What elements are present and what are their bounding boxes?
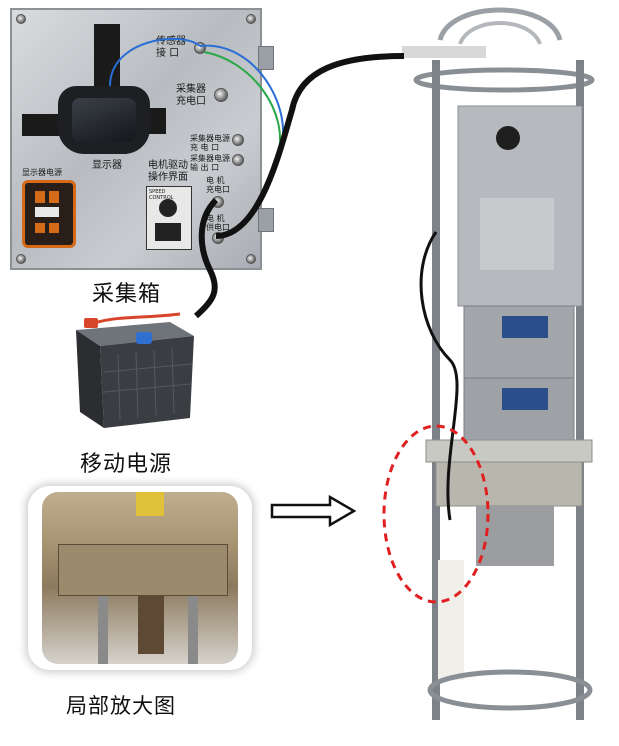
bottom-ring xyxy=(427,669,593,711)
arrow-right-icon xyxy=(270,494,356,528)
speed-switch xyxy=(155,223,181,241)
power-switch-2 xyxy=(49,191,59,203)
battery-side xyxy=(76,330,104,428)
collector-power-output-label: 采集器电源 输 出 口 xyxy=(190,154,230,172)
screw-icon xyxy=(246,254,256,264)
inset-photo xyxy=(42,492,238,664)
power-fuse-1 xyxy=(35,223,45,233)
inset-rod-1 xyxy=(98,596,108,664)
top-handle xyxy=(437,7,563,41)
battery-title: 移动电源 xyxy=(80,452,173,477)
gearbox-label-upper xyxy=(502,316,548,338)
display-mount-wing-right xyxy=(146,108,166,134)
display-label: 显示器 xyxy=(92,160,122,171)
top-handle-inner xyxy=(458,21,542,45)
inset-card xyxy=(28,486,252,670)
battery-front xyxy=(100,336,194,428)
top-ring xyxy=(413,67,595,93)
screw-icon xyxy=(16,14,26,24)
rod-right xyxy=(576,60,584,720)
box-bracket-bottom xyxy=(258,208,274,232)
collector-power-output-port xyxy=(232,154,244,166)
battery-top xyxy=(76,322,194,346)
tape-wrap xyxy=(438,560,464,680)
power-socket xyxy=(35,207,59,217)
highlight-ellipse xyxy=(382,424,490,604)
motor-cable xyxy=(419,231,459,521)
inset-rod-2 xyxy=(188,596,198,664)
motor-ui-label: 电机驱动 操作界面 xyxy=(148,160,188,183)
collector-box-title: 采集箱 xyxy=(92,282,162,307)
wire-green xyxy=(203,51,282,159)
wire-blue-2 xyxy=(109,38,201,87)
motor-nameplate xyxy=(480,198,554,270)
battery-terminal-positive xyxy=(84,318,98,328)
motor-power-cable xyxy=(215,53,405,239)
inset-flange xyxy=(58,544,228,596)
display-power-panel xyxy=(22,180,76,248)
gearbox-label-lower xyxy=(502,388,548,410)
display-mount-strip xyxy=(94,24,120,94)
motor-power-port-label: 电 机 供电口 xyxy=(206,214,230,232)
collector-charge-port xyxy=(214,88,228,102)
display-power-label: 显示器电源 xyxy=(22,168,62,177)
speed-controller: SPEED CONTROL xyxy=(146,186,192,250)
motor-gauge xyxy=(496,126,520,150)
sensor-port-label: 传感器 接 口 xyxy=(156,36,186,59)
battery-red-wire xyxy=(97,312,181,324)
battery-terminal-negative xyxy=(136,332,152,344)
power-fuse-2 xyxy=(49,223,59,233)
motor-charge-port-label: 电 机 充电口 xyxy=(206,176,230,194)
inset-warning-label xyxy=(136,492,164,516)
display-screen xyxy=(72,98,136,142)
inset-bracket xyxy=(138,596,164,654)
screw-icon xyxy=(16,254,26,264)
power-switch-1 xyxy=(35,191,45,203)
motor-assembly xyxy=(382,7,595,720)
battery-cable xyxy=(194,197,219,319)
collector-power-charge-label: 采集器电源 充 电 口 xyxy=(190,134,230,152)
speed-control-text: SPEED CONTROL xyxy=(149,189,174,201)
collector-power-charge-port xyxy=(232,134,244,146)
inset-title: 局部放大图 xyxy=(66,694,176,718)
speed-knob xyxy=(159,199,177,217)
collector-charge-port-label: 采集器 充电口 xyxy=(176,84,206,107)
cable-sleeve xyxy=(402,46,486,58)
screw-icon xyxy=(246,14,256,24)
rod-left xyxy=(432,60,440,720)
box-bracket-top xyxy=(258,46,274,70)
display-mount-wing-left xyxy=(22,114,62,136)
battery-illustration xyxy=(76,312,194,428)
